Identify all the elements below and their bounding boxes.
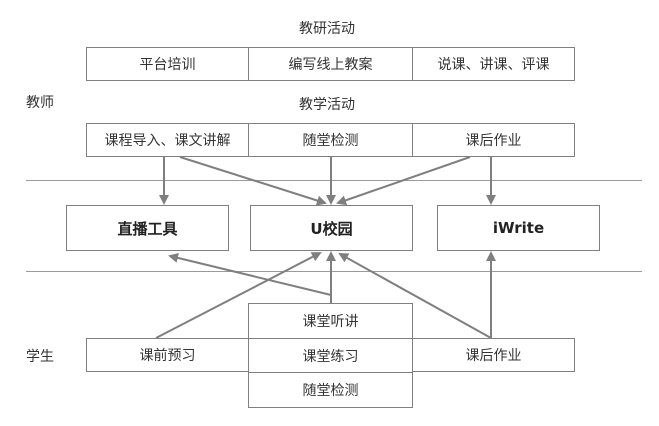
research-activities-title: 教研活动 <box>299 21 355 37</box>
teaching-item-course-intro: 课程导入、课文讲解 <box>86 123 249 157</box>
student-pre-class: 课前预习 <box>86 338 249 372</box>
tool-iwrite: iWrite <box>437 205 600 251</box>
separator-bottom <box>26 271 642 272</box>
student-in-class-test: 随堂检测 <box>248 372 413 408</box>
arrow-preview-to-ucampus <box>155 252 322 339</box>
research-item-online-lesson-plans: 编写线上教案 <box>248 47 413 81</box>
research-item-platform-training: 平台培训 <box>86 47 249 81</box>
teaching-activities-title: 教学活动 <box>299 97 355 113</box>
teaching-item-homework: 课后作业 <box>412 123 575 157</box>
tool-live-streaming: 直播工具 <box>66 205 229 251</box>
tool-u-campus: U校园 <box>250 205 413 251</box>
arrow-homework-to-ucampus <box>336 156 471 206</box>
student-role-label: 学生 <box>26 349 54 365</box>
arrow-intro-to-ucampus <box>179 156 327 206</box>
arrow-afterclass-to-ucampus <box>338 253 492 339</box>
teacher-role-label: 教师 <box>26 95 54 111</box>
research-item-lecture-evaluation: 说课、讲课、评课 <box>412 47 575 81</box>
arrow-inclass-to-live <box>168 253 332 296</box>
student-after-class-homework: 课后作业 <box>412 338 575 372</box>
teaching-item-in-class-test: 随堂检测 <box>248 123 413 157</box>
separator-top <box>26 180 642 181</box>
